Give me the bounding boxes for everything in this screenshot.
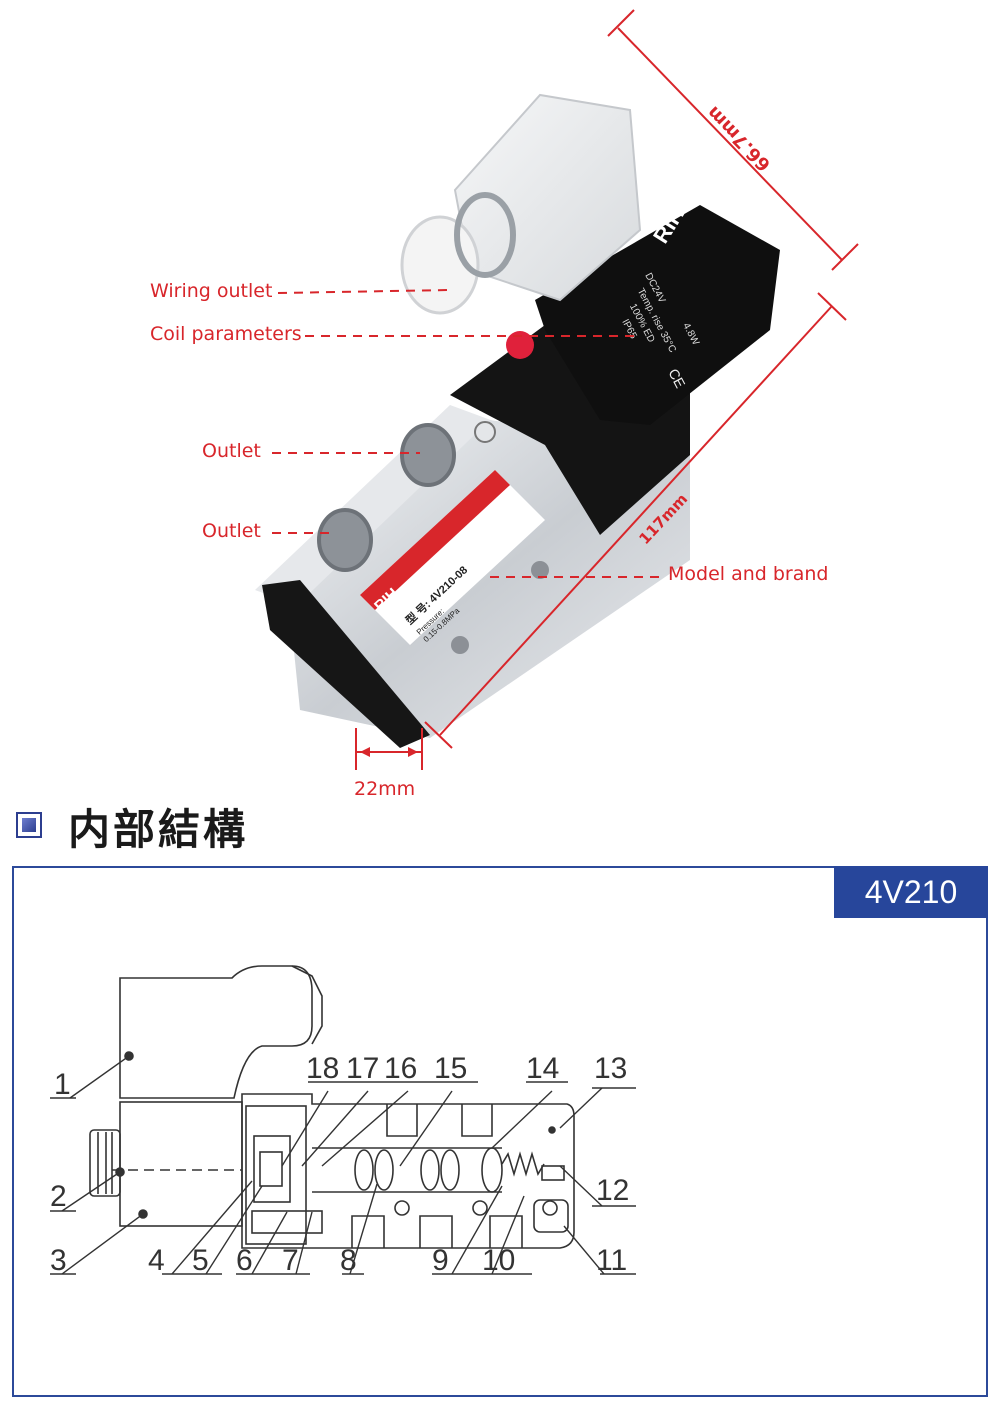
- callout-outlet-lower: Outlet: [202, 520, 261, 542]
- valve-product-illustration: RIH DC24V Temp. rise 35°C 100% ED IP65 4…: [255, 9, 859, 770]
- dim-label-width: 22mm: [354, 778, 416, 800]
- part-number-11: 11: [596, 1244, 627, 1277]
- callout-wiring-outlet: Wiring outlet: [150, 280, 273, 302]
- part-number-12: 12: [596, 1174, 629, 1207]
- model-tag: 4V210: [834, 866, 988, 918]
- part-number-16: 16: [384, 1052, 417, 1085]
- section-bullet-icon: [16, 812, 42, 838]
- part-number-9: 9: [432, 1244, 449, 1277]
- leader-wiring-outlet: [277, 289, 451, 294]
- part-number-17: 17: [346, 1052, 379, 1085]
- part-number-15: 15: [434, 1052, 467, 1085]
- dim-line-length: [439, 305, 833, 736]
- part-number-7: 7: [282, 1244, 299, 1277]
- valve-end-cap: [262, 580, 430, 748]
- callout-coil-parameters: Coil parameters: [150, 323, 302, 345]
- internal-structure-diagram: 1 2 3 4 5 6 7 8 9 10 11 12 13 14 15 16 1…: [50, 965, 636, 1277]
- valve-body-outline: [241, 1093, 575, 1249]
- internal-structure-panel: [12, 866, 988, 1397]
- model-label-plate: [360, 470, 545, 645]
- manual-override-button: [506, 331, 534, 359]
- part-number-2: 2: [50, 1180, 67, 1213]
- part-number-14: 14: [526, 1052, 559, 1085]
- callout-model-brand: Model and brand: [668, 563, 829, 585]
- part-number-3: 3: [50, 1244, 67, 1277]
- part-number-13: 13: [594, 1052, 627, 1085]
- part-number-4: 4: [148, 1244, 165, 1277]
- dim-line-height: [617, 27, 843, 261]
- part-number-5: 5: [192, 1244, 209, 1277]
- part-number-8: 8: [340, 1244, 357, 1277]
- outlet-port-upper: [400, 423, 456, 487]
- section-title: 内部結構: [68, 805, 249, 854]
- coil-housing: [535, 205, 780, 425]
- part-number-6: 6: [236, 1244, 253, 1277]
- part-number-18: 18: [306, 1052, 339, 1085]
- part-number-1: 1: [54, 1068, 71, 1101]
- part-number-10: 10: [482, 1244, 515, 1277]
- coil-lower-outline: [119, 1101, 243, 1227]
- coil-top-outline: [119, 965, 313, 1099]
- outlet-port-lower: [317, 508, 373, 572]
- callout-outlet-upper: Outlet: [202, 440, 261, 462]
